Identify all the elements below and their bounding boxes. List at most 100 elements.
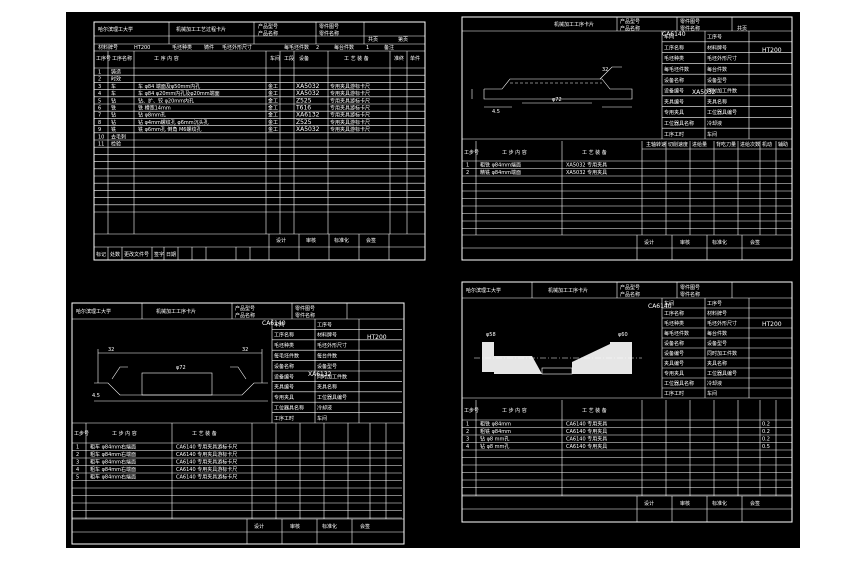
sheet1-material-label: 材料牌号	[98, 44, 118, 51]
col-unit: 单件	[410, 55, 420, 62]
col-op-no: 工序号	[96, 55, 111, 62]
step-content: 粗车 φ84mm右端面	[90, 466, 136, 473]
process-row-content: 车 φ84 端面及φ50mm内孔	[138, 83, 200, 90]
process-row-name: 车	[111, 83, 116, 90]
step-no: 2	[76, 452, 79, 458]
info-label: 工序名称	[664, 310, 684, 317]
info-label: 工序工时	[664, 131, 684, 138]
sheet4-title: 哈尔滨理工大学	[466, 287, 501, 294]
sheet1-remark-label: 备注	[384, 44, 394, 51]
sheet1-mark: 标记	[96, 251, 106, 258]
col-device: 设备	[299, 55, 309, 62]
sheet2-step-no-header: 工步号	[464, 150, 479, 156]
sheet1-per-unit-value: 1	[366, 45, 369, 51]
step-content: 粗车 φ84mm右端面	[90, 451, 136, 458]
step-equip: CA6140 专用夹具	[566, 428, 607, 435]
process-row-name: 钻	[111, 97, 116, 104]
sheet3-countersign: 会签	[360, 523, 370, 530]
info-label: 工序工时	[664, 390, 684, 397]
sheet1-sign: 签字	[154, 251, 164, 258]
sheet4-border	[461, 281, 793, 523]
sheet-operation-card-1: 机械加工工序卡片 产品型号 产品名称 零件图号 零件名称 共页 车间工序号工序名…	[461, 16, 793, 261]
sheet2-review: 审核	[680, 239, 690, 246]
sheet1-part-no-label: 零件图号	[319, 23, 339, 30]
process-row-equip: 专用夹具游标卡尺	[330, 90, 370, 97]
process-row-no: 8	[98, 120, 101, 126]
process-row-name: 铣	[111, 105, 116, 112]
info-label: 工位器具名称	[664, 120, 694, 127]
info-label: 车间	[707, 390, 717, 397]
sheet1-count: 处数	[110, 251, 120, 258]
process-row-shop: 金工	[268, 97, 278, 104]
process-row-device: XA5032	[296, 83, 320, 90]
info-label: 夹具名称	[707, 360, 727, 367]
sheet1-review: 审核	[306, 237, 316, 244]
step-equip: CA6140 专用夹具	[566, 421, 607, 428]
drawing-canvas[interactable]: 哈尔滨理工大学 机械加工工艺过程卡片 产品型号 产品名称 零件图号 零件名称 共…	[66, 12, 800, 548]
sheet2-spindle-header: 主轴转速	[646, 141, 666, 148]
step-no: 2	[466, 429, 469, 435]
sheet1-blank-size-label: 毛坯外形尺寸	[222, 44, 252, 51]
process-row-name: 钻	[111, 119, 116, 126]
process-row-content: 铣 槽宽14mm	[138, 105, 171, 112]
process-row-no: 5	[98, 98, 101, 104]
sheet1-part-name-label: 零件名称	[319, 30, 339, 37]
info-label: 材料牌号	[317, 332, 337, 339]
sheet4-card-title: 机械加工工序卡片	[548, 287, 588, 294]
step-content: 粗铣 φ84mm	[480, 428, 511, 435]
sheet3-step-content-header: 工 步 内 容	[112, 430, 137, 437]
sheet3-design: 设计	[254, 523, 264, 530]
sheet2-info-grid: 车间工序号工序名称材料牌号毛坯种类毛坯外形尺寸每毛坯件数每台件数设备名称设备型号…	[662, 31, 792, 139]
step-content: 钻 φ8 mm孔	[480, 443, 509, 450]
sheet1-blank-type-label: 毛坯种类	[172, 44, 192, 51]
process-row-equip: 专用夹具游标卡尺	[330, 97, 370, 104]
info-label: 每台件数	[317, 352, 337, 359]
sheet2-countersign: 会签	[750, 239, 760, 246]
sheet1-border	[93, 21, 426, 261]
process-row-equip: 专用夹具游标卡尺	[330, 119, 370, 126]
info-label: 夹具名称	[317, 384, 337, 391]
col-prep: 准终	[394, 55, 404, 62]
sheet4-countersign: 会签	[750, 500, 760, 507]
process-row-no: 11	[98, 142, 104, 148]
process-row-equip: 专用夹具游标卡尺	[330, 105, 370, 112]
sheet2-speed-header: 切削速度	[668, 141, 688, 148]
info-label: 工位器具名称	[274, 404, 304, 411]
sheet2-design: 设计	[644, 239, 654, 246]
info-label: 工位器具编号	[707, 109, 737, 116]
sheet1-change-doc: 更改文件号	[124, 251, 149, 258]
sheet3-border	[71, 302, 405, 545]
process-row-shop: 金工	[268, 105, 278, 112]
sheet3-product-name: 产品名称	[235, 312, 255, 319]
info-label: 设备编号	[664, 88, 684, 95]
step-no: 1	[466, 422, 469, 428]
sheet-operation-card-3: 哈尔滨理工大学 机械加工工序卡片 产品型号 产品名称 零件图号 零件名称 车间工…	[461, 281, 793, 523]
sheet3-info-grid: 车间工序号工序名称材料牌号毛坯种类毛坯外形尺寸每毛坯件数每台件数设备名称设备型号…	[272, 319, 402, 423]
sheet4-step-content-header: 工 步 内 容	[502, 407, 527, 414]
sheet4-dim-b: φ60	[618, 332, 628, 338]
sheet1-countersign: 会签	[366, 237, 376, 244]
sheet4-material: HT200	[762, 321, 782, 328]
col-op-content: 工 序 内 容	[154, 55, 179, 62]
info-label: 专用夹具	[664, 370, 684, 377]
info-label: 车间	[317, 415, 327, 422]
step-equip: XA5032 专用夹具	[566, 169, 607, 176]
info-label: 同时加工件数	[707, 88, 737, 95]
step-no: 3	[76, 460, 79, 466]
info-label: 车间	[664, 300, 674, 307]
step-value: 0.5	[762, 444, 770, 450]
sheet2-part-name: 零件名称	[680, 25, 700, 32]
sheet4-step-no-header: 工步号	[464, 408, 479, 414]
info-label: 工位器具编号	[317, 394, 347, 401]
step-value: 0.2	[762, 437, 770, 443]
info-label: 冷却液	[707, 120, 722, 127]
sheet3-part-no: 零件图号	[295, 305, 315, 312]
sheet2-dim-dia: φ72	[552, 97, 562, 103]
sheet1-card-title: 机械加工工艺过程卡片	[176, 26, 226, 33]
sheet4-dim-a: φ58	[486, 332, 496, 338]
step-no: 4	[466, 444, 469, 450]
info-label: 设备编号	[274, 373, 294, 380]
